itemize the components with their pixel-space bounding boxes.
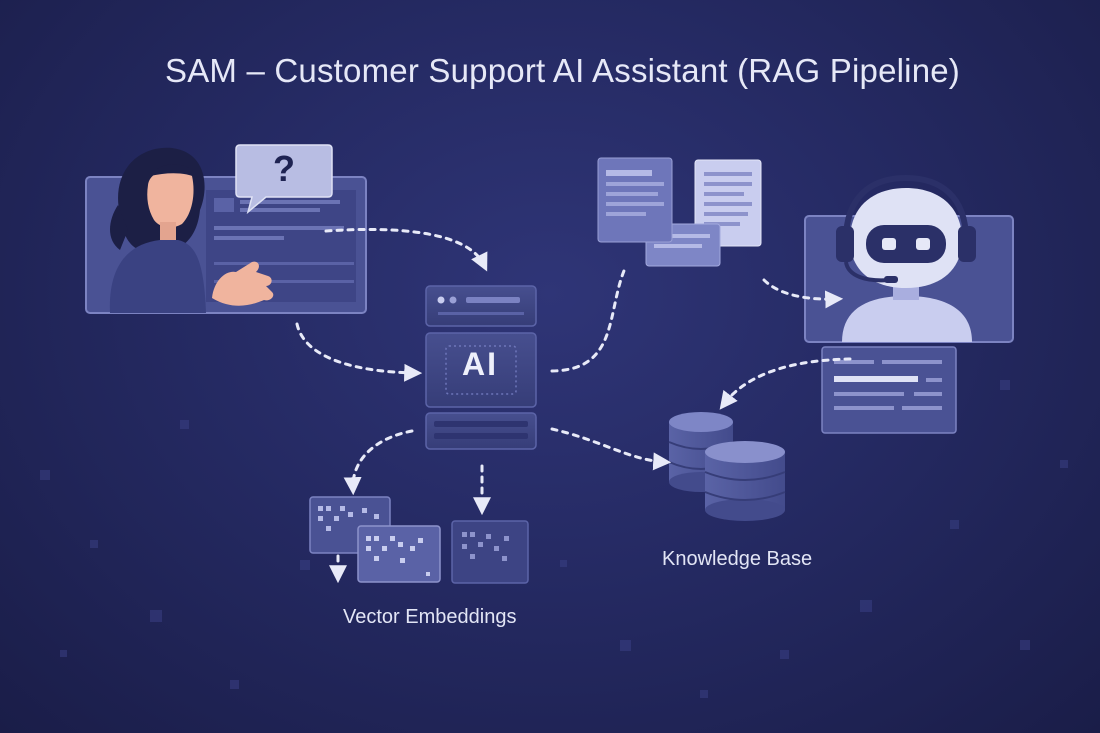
page-title: SAM – Customer Support AI Assistant (RAG…: [165, 52, 960, 89]
server-to-embeddings-arrow: [343, 429, 414, 496]
ai-server-icon: [425, 285, 537, 450]
background-noise: [40, 380, 1068, 698]
database-icon: [668, 412, 786, 521]
ai-server-label: AI: [462, 346, 498, 382]
knowledge-base-label: Knowledge Base: [662, 548, 813, 570]
customer-to-server-arrow: [295, 322, 423, 382]
embedding-grid-icon: [309, 496, 529, 584]
response-to-database-arrow: [719, 357, 852, 410]
customer-avatar-icon: [109, 147, 274, 313]
flow-connectors: [295, 227, 852, 584]
robot-agent-icon: [836, 174, 976, 342]
question-mark-text: ?: [273, 148, 295, 189]
server-to-database-arrow: [550, 427, 672, 471]
customer-to-server-top-arrow: [324, 227, 488, 272]
documents-icon: [597, 157, 762, 267]
question-bubble-icon: [235, 144, 333, 215]
server-to-documents-arrow: [550, 264, 628, 373]
vector-embeddings-label: Vector Embeddings: [343, 606, 517, 628]
documents-to-robot-arrow: [762, 278, 844, 309]
response-panel: [821, 346, 957, 434]
